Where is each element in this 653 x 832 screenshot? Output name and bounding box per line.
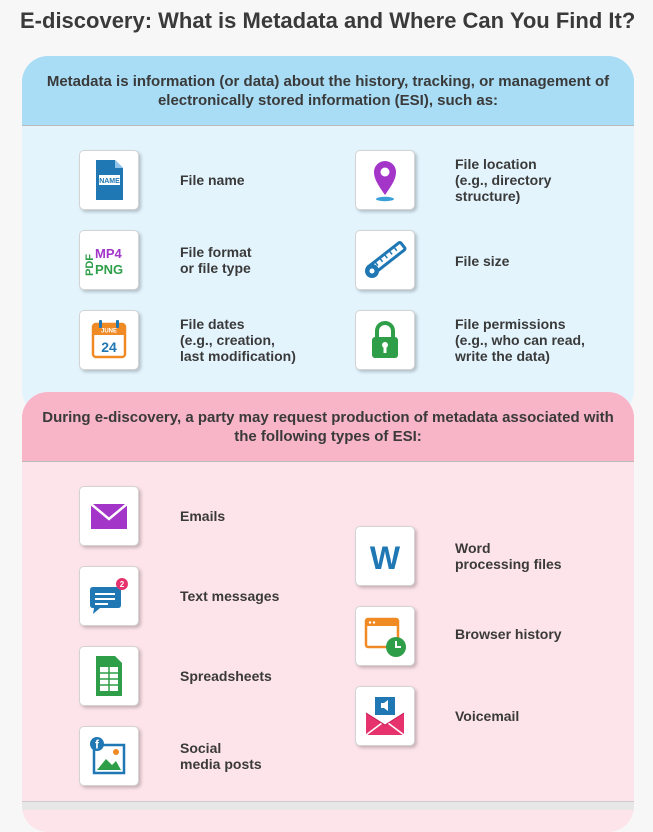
svg-text:f: f (95, 738, 100, 752)
svg-text:2: 2 (120, 580, 125, 589)
svg-text:NAME: NAME (99, 178, 120, 185)
esi-item-text-messages-tile: 2 (79, 566, 139, 626)
metadata-item-label: File permissions (e.g., who can read, wr… (455, 316, 585, 364)
metadata-item-file-dates-tile: JUNE 24 (79, 310, 139, 370)
file-format-icon: PDF MP4 PNG (84, 246, 123, 277)
metadata-item-label: File location (e.g., directory structure… (455, 156, 552, 204)
word-icon: W (370, 540, 401, 576)
esi-item-label: Word processing files (455, 540, 562, 572)
spreadsheet-icon (96, 656, 122, 696)
page-title: E-discovery: What is Metadata and Where … (20, 8, 636, 33)
svg-text:JUNE: JUNE (101, 329, 117, 335)
esi-item-label: Emails (180, 508, 226, 524)
voicemail-icon (365, 697, 405, 736)
metadata-item-label: File name (180, 172, 245, 188)
calendar-icon: JUNE 24 (91, 320, 127, 359)
browser-history-icon (364, 617, 406, 657)
padlock-icon (372, 321, 398, 358)
esi-item-spreadsheets-tile (79, 646, 139, 706)
esi-item-label: Spreadsheets (180, 668, 272, 684)
svg-text:PNG: PNG (95, 262, 123, 277)
esi-item-voicemail-tile (355, 686, 415, 746)
esi-item-browser-history-tile (355, 606, 415, 666)
section-divider (22, 801, 634, 810)
location-pin-icon (374, 161, 396, 202)
esi-item-label: Browser history (455, 626, 562, 642)
svg-text:24: 24 (101, 339, 117, 355)
svg-text:W: W (370, 540, 401, 576)
metadata-item-file-size-tile (355, 230, 415, 290)
esi-item-word-processing-tile: W (355, 526, 415, 586)
esi-item-social-media-tile: f (79, 726, 139, 786)
esi-item-label: Voicemail (455, 708, 520, 724)
metadata-heading: Metadata is information (or data) about … (22, 56, 634, 126)
metadata-item-file-name-tile: NAME (79, 150, 139, 210)
metadata-item-file-format-tile: PDF MP4 PNG (79, 230, 139, 290)
metadata-item-label: File size (455, 253, 510, 269)
social-photo-icon: f (90, 737, 126, 775)
svg-text:MP4: MP4 (95, 246, 123, 261)
metadata-item-file-location-tile (355, 150, 415, 210)
esi-heading: During e-discovery, a party may request … (22, 392, 634, 462)
svg-text:PDF: PDF (84, 254, 96, 276)
name-file-icon: NAME (96, 160, 123, 200)
measuring-tape-icon (365, 241, 407, 278)
envelope-icon (90, 503, 128, 529)
metadata-item-label: File dates (e.g., creation, last modific… (180, 316, 296, 364)
esi-item-emails-tile (79, 486, 139, 546)
chat-bubble-icon: 2 (90, 578, 128, 614)
metadata-item-file-permissions-tile (355, 310, 415, 370)
esi-item-label: Text messages (180, 588, 280, 604)
esi-item-label: Social media posts (180, 740, 262, 772)
metadata-item-label: File format or file type (180, 244, 252, 276)
